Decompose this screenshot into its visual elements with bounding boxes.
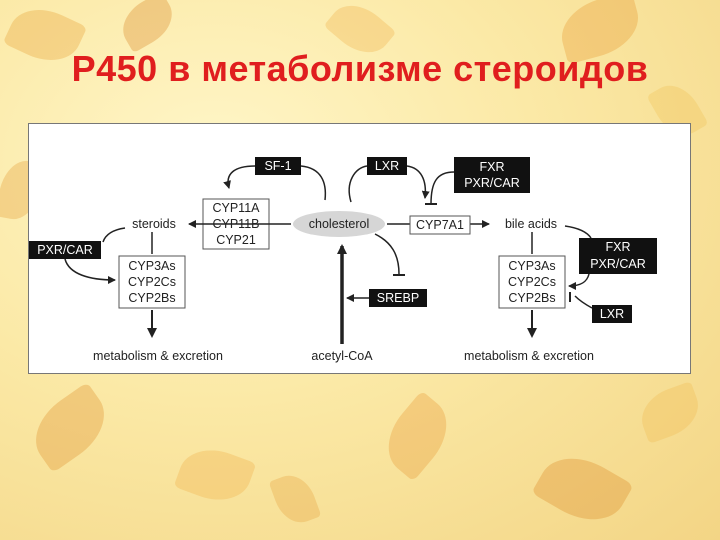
srebp-label: SREBP: [377, 291, 419, 305]
metabolism-right-label: metabolism & excretion: [464, 349, 594, 363]
right-cyp-box: [498, 255, 566, 309]
pathway-diagram-svg: SF-1 LXR FXR PXR/CAR CYP11A CYP11B CYP21…: [29, 157, 657, 363]
cyp7a1-box: [409, 215, 471, 235]
fxr-top-label-1: FXR: [480, 160, 505, 174]
acetyl-coa-label: acetyl-CoA: [311, 349, 373, 363]
left-cyp2bs-label: CYP2Bs: [128, 291, 175, 305]
slide-title: P450 в метаболизме стероидов: [71, 48, 649, 89]
lxr-right-box: [592, 305, 632, 323]
cholesterol-ellipse: [293, 211, 385, 237]
cyp21-label: CYP21: [216, 233, 256, 247]
lxr-top-box: [367, 157, 407, 175]
sf1-label: SF-1: [264, 159, 291, 173]
left-cyp2cs-label: CYP2Cs: [128, 275, 176, 289]
lxr-top-label: LXR: [375, 159, 399, 173]
steroids-label: steroids: [132, 217, 176, 231]
lxr-right-inhibit-line: [574, 295, 593, 309]
leaf-decoration: [21, 382, 119, 473]
pxr-left-arrow: [64, 258, 116, 284]
srebp-box: [369, 289, 427, 307]
leaf-decoration: [373, 390, 462, 482]
lxr-right-label: LXR: [600, 307, 624, 321]
sf1-box: [255, 157, 301, 175]
cholesterol-inhibit-srebp: [374, 233, 400, 275]
fxr-top-box: [454, 157, 530, 193]
fxr-right-label-1: FXR: [606, 240, 631, 254]
right-cyp2bs-label: CYP2Bs: [508, 291, 555, 305]
lxr-top-arrow: [406, 165, 430, 199]
cyp7a1-label: CYP7A1: [416, 218, 464, 232]
fxr-right-label-2: PXR/CAR: [590, 257, 646, 271]
pxr-car-left-box: [29, 241, 101, 259]
pxr-car-left-label: PXR/CAR: [37, 243, 93, 257]
bile-acids-label: bile acids: [505, 217, 557, 231]
steroids-to-pxr-curve: [102, 227, 126, 243]
pathway-diagram: SF-1 LXR FXR PXR/CAR CYP11A CYP11B CYP21…: [28, 123, 691, 374]
leaf-decoration: [634, 381, 706, 444]
fxr-top-label-2: PXR/CAR: [464, 176, 520, 190]
fxr-top-inhibit-line: [430, 171, 455, 205]
right-cyp2cs-label: CYP2Cs: [508, 275, 556, 289]
fxr-right-arrow: [568, 273, 590, 290]
sf1-arrow: [223, 165, 256, 189]
right-cyp3as-label: CYP3As: [508, 259, 555, 273]
fxr-right-box: [579, 238, 657, 274]
sf1-input-curve: [300, 165, 327, 201]
leaf-decoration: [173, 439, 257, 511]
leaf-decoration: [268, 469, 322, 529]
bile-to-fxr-curve: [564, 225, 592, 239]
left-cyp3as-label: CYP3As: [128, 259, 175, 273]
lxr-top-input-curve: [348, 165, 368, 203]
leaf-decoration: [531, 442, 634, 536]
cyp11a-label: CYP11A: [212, 201, 260, 215]
metabolism-left-label: metabolism & excretion: [93, 349, 223, 363]
cholesterol-label: cholesterol: [309, 217, 369, 231]
leaf-decoration: [113, 0, 182, 54]
left-cyp-box: [118, 255, 186, 309]
